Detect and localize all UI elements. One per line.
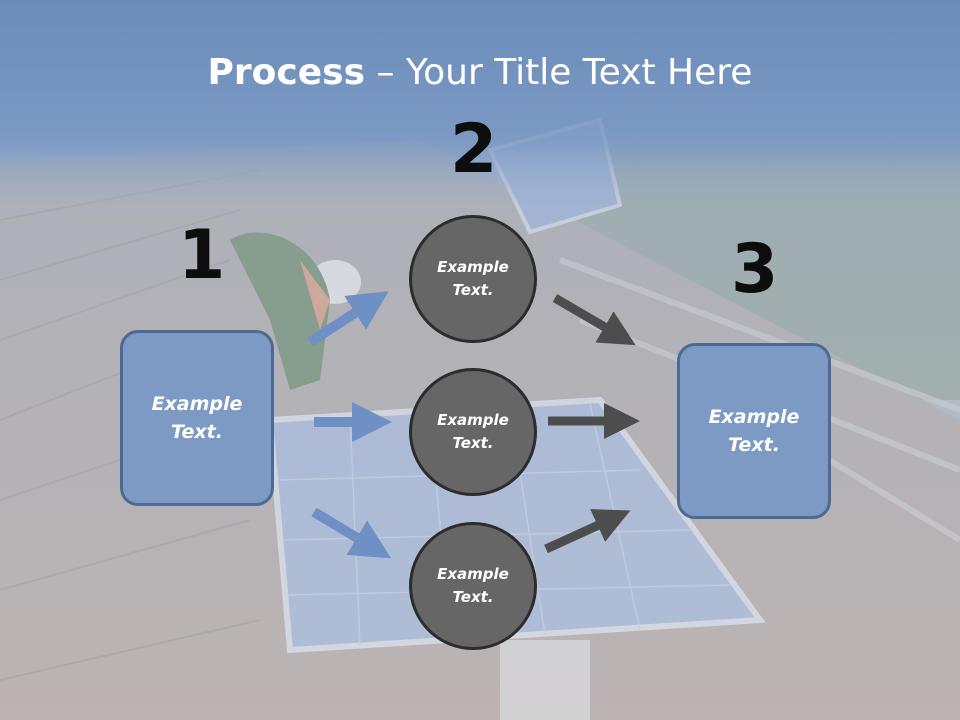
step-number-1: 1 [178,216,226,295]
circle-bottom[interactable]: Example Text. [409,522,537,650]
circle-top[interactable]: Example Text. [409,215,537,343]
circle-top-line1: Example [437,257,509,276]
circle-top-line2: Text. [452,281,494,299]
title-bold: Process [207,52,366,93]
arrow-left-to-bottom [311,507,392,559]
arrow-top-to-right [552,294,636,346]
circle-bottom-line2: Text. [452,588,494,606]
step-number-2: 2 [450,110,498,189]
title-rest: – Your Title Text Here [365,52,753,93]
arrow-bottom-to-right [544,509,631,554]
right-box[interactable]: Example Text. [677,343,831,519]
left-box-line2: Text. [171,421,223,443]
circle-middle-line1: Example [437,410,509,429]
circle-bottom-line1: Example [437,564,509,583]
step-number-3: 3 [731,230,779,309]
left-box-line1: Example [151,392,243,415]
slide-title: Process – Your Title Text Here [0,52,960,93]
right-box-line1: Example [708,405,800,428]
left-box[interactable]: Example Text. [120,330,274,506]
circle-middle-line2: Text. [452,434,494,452]
right-box-line2: Text. [728,434,780,456]
circle-middle[interactable]: Example Text. [409,368,537,496]
arrow-left-to-top [307,291,389,347]
